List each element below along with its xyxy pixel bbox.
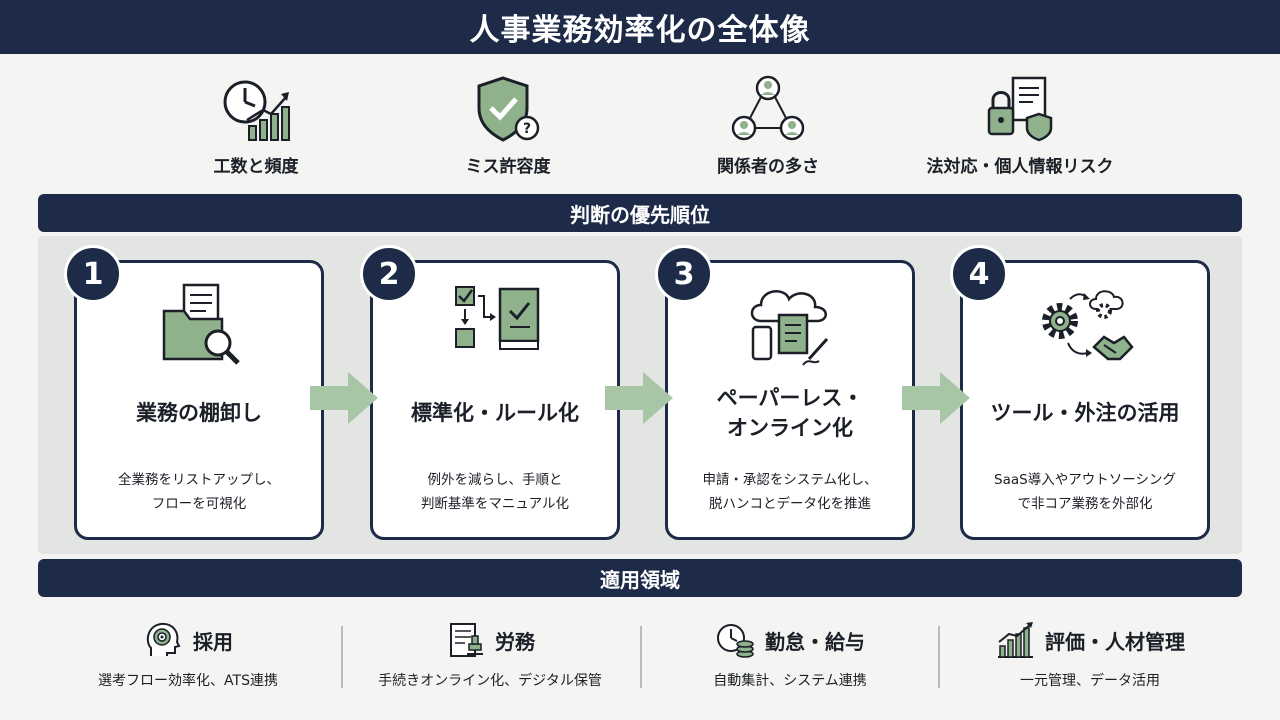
step-title: ペーパーレス・ オンライン化 <box>716 386 864 440</box>
factor-legal-privacy: 法対応・個人情報リスク <box>900 74 1140 184</box>
step-number-badge: 1 <box>64 245 122 303</box>
lock-document-icon <box>987 76 1053 142</box>
people-network-icon <box>731 75 805 141</box>
factor-stakeholders: 関係者の多さ <box>648 74 888 184</box>
step-description: 申請・承認をシステム化し、 脱ハンコとデータ化を推進 <box>702 472 878 512</box>
area-divider <box>341 626 343 688</box>
factor-label: 工数と頻度 <box>213 157 299 177</box>
step-title: ツール・外注の活用 <box>990 401 1180 425</box>
factor-workload: 工数と頻度 <box>136 74 376 184</box>
step-card-4: ツール・外注の活用 SaaS導入やアウトソーシング で非コア業務を外部化 <box>960 260 1210 540</box>
area-description: 自動集計、システム連携 <box>713 673 867 689</box>
factor-label: 法対応・個人情報リスク <box>926 157 1114 177</box>
area-divider <box>938 626 940 688</box>
factor-label: ミス許容度 <box>465 157 551 177</box>
decision-factors: 工数と頻度 ? ミス許容度 関係者の多さ <box>0 74 1280 184</box>
area-labor: 労務 手続きオンライン化、デジタル保管 <box>340 620 640 700</box>
area-description: 手続きオンライン化、デジタル保管 <box>378 673 602 689</box>
area-description: 一元管理、データ活用 <box>1020 673 1160 689</box>
clock-coins-icon <box>717 624 754 658</box>
document-stamp-icon <box>450 623 483 657</box>
head-target-icon <box>146 622 181 656</box>
flow-arrow-3-4 <box>902 372 970 424</box>
area-title: 勤怠・給与 <box>765 629 865 654</box>
area-title: 採用 <box>193 629 233 654</box>
bar-chart-icon <box>998 622 1033 658</box>
area-evaluation-talent: 評価・人材管理 一元管理、データ活用 <box>940 620 1240 700</box>
step-description: 例外を減らし、手順と 判断基準をマニュアル化 <box>420 472 570 512</box>
area-title: 労務 <box>495 629 535 654</box>
step-number-badge: 2 <box>360 245 418 303</box>
priority-bar: 判断の優先順位 <box>38 194 1242 232</box>
flow-arrow-2-3 <box>605 372 673 424</box>
factor-label: 関係者の多さ <box>717 157 819 177</box>
area-attendance-payroll: 勤怠・給与 自動集計、システム連携 <box>640 620 940 700</box>
page-title: 人事業務効率化の全体像 <box>0 0 1280 54</box>
area-recruiting: 採用 選考フロー効率化、ATS連携 <box>38 620 338 700</box>
application-areas-bar: 適用領域 <box>38 559 1242 597</box>
step-description: 全業務をリストアップし、 フローを可視化 <box>118 472 280 512</box>
step-number-badge: 4 <box>950 245 1008 303</box>
checklist-manual-icon <box>455 286 540 350</box>
step-description: SaaS導入やアウトソーシング で非コア業務を外部化 <box>994 472 1176 512</box>
step-title: 標準化・ルール化 <box>411 401 579 425</box>
application-areas: 採用 選考フロー効率化、ATS連携 労務 手続きオンライン化、デジタル保管 <box>38 620 1242 700</box>
step-card-1: 業務の棚卸し 全業務をリストアップし、 フローを可視化 <box>74 260 324 540</box>
cloud-devices-icon <box>750 290 829 366</box>
gears-handshake-icon <box>1042 290 1134 361</box>
area-description: 選考フロー効率化、ATS連携 <box>98 673 278 689</box>
shield-check-icon: ? <box>477 76 540 142</box>
area-divider <box>640 626 642 688</box>
folder-search-icon <box>162 283 240 365</box>
step-card-3: ペーパーレス・ オンライン化 申請・承認をシステム化し、 脱ハンコとデータ化を推… <box>665 260 915 540</box>
step-title: 業務の棚卸し <box>136 401 262 425</box>
svg-text:?: ? <box>523 121 531 137</box>
clock-growth-chart-icon <box>223 80 290 141</box>
area-title: 評価・人材管理 <box>1045 629 1185 654</box>
factor-error-tolerance: ? ミス許容度 <box>388 74 628 184</box>
flow-arrow-1-2 <box>310 372 378 424</box>
step-card-2: 標準化・ルール化 例外を減らし、手順と 判断基準をマニュアル化 <box>370 260 620 540</box>
step-number-badge: 3 <box>655 245 713 303</box>
